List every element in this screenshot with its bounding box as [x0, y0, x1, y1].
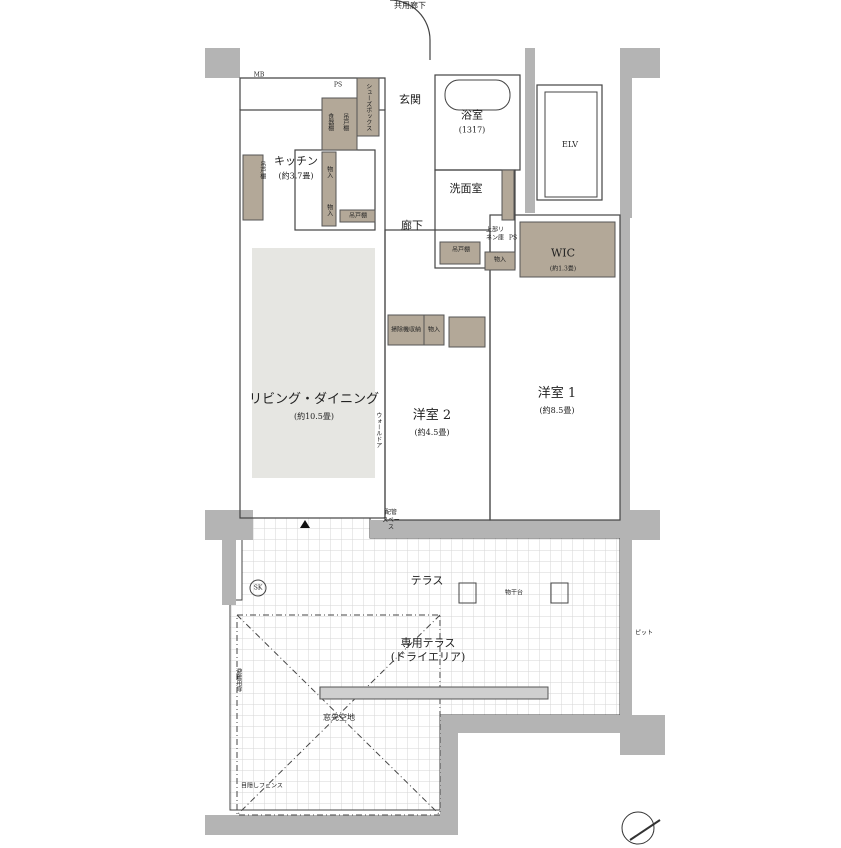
- drainage-grate: [319, 686, 549, 700]
- label-washroom: 洗面室: [449, 182, 483, 196]
- label-ps: PS: [333, 81, 343, 89]
- label-sk: SK: [253, 584, 263, 592]
- label-wall-door: ウォールドア: [374, 412, 382, 448]
- label-pipe-space: 配管スペース: [382, 508, 400, 531]
- label-hanging-cabinet: 吊戸棚: [348, 212, 368, 220]
- label-linen: 上部リネン庫: [485, 226, 504, 242]
- label-vacuum-storage: 掃除機収納: [391, 326, 422, 334]
- entrance-arrow-icon: [300, 520, 310, 528]
- label-pit: ピット: [634, 629, 654, 637]
- label-living-dining: リビング・ダイニング(約10.5畳): [248, 391, 380, 421]
- walls: [205, 48, 665, 835]
- label-bath: 浴室(1317): [458, 108, 486, 134]
- label-terrace: テラス: [410, 574, 444, 588]
- label-private-terrace: 専用テラス(ドライエリア): [390, 636, 466, 663]
- label-cupboard: 食器棚: [326, 113, 334, 131]
- label-storage: 物入: [493, 256, 507, 264]
- label-evacuation-door: 避難用扉: [234, 668, 242, 692]
- label-hallway: 廊下: [401, 219, 423, 233]
- north-compass-icon: [621, 811, 661, 845]
- label-shoe-box: シューズボックス: [364, 83, 372, 131]
- label-hanging-cabinet: 吊戸棚: [258, 161, 266, 179]
- label-drying-rack: 物干台: [504, 589, 524, 597]
- label-storage: 物入: [325, 204, 333, 216]
- label-storage: 物入: [325, 166, 333, 178]
- storage-blocks: [242, 77, 616, 348]
- label-entrance: 玄関: [399, 93, 421, 107]
- label-mb: MB: [253, 71, 265, 79]
- label-window-open-space: 窓先空地: [323, 713, 355, 722]
- label-room-2: 洋室 2(約4.5畳): [412, 407, 452, 437]
- terrace-floor: [229, 517, 621, 811]
- label-elv: ELV: [562, 140, 578, 149]
- label-shared-corridor: 共用廊下: [394, 1, 426, 10]
- window-open-space-outline: [236, 614, 441, 816]
- label-privacy-fence: 目隠しフェンス: [241, 782, 283, 790]
- label-storage: 物入: [427, 326, 441, 334]
- label-ps: PS: [508, 234, 518, 242]
- living-floor: [252, 248, 375, 478]
- label-wic: WIC(約1.3畳): [549, 246, 577, 272]
- label-room-1: 洋室 1(約8.5畳): [537, 385, 577, 415]
- label-hanging-cabinet: 吊戸棚: [341, 113, 349, 131]
- label-kitchen: キッチン(約3.7畳): [274, 154, 318, 180]
- label-hanging-cabinet: 吊戸棚: [451, 246, 471, 254]
